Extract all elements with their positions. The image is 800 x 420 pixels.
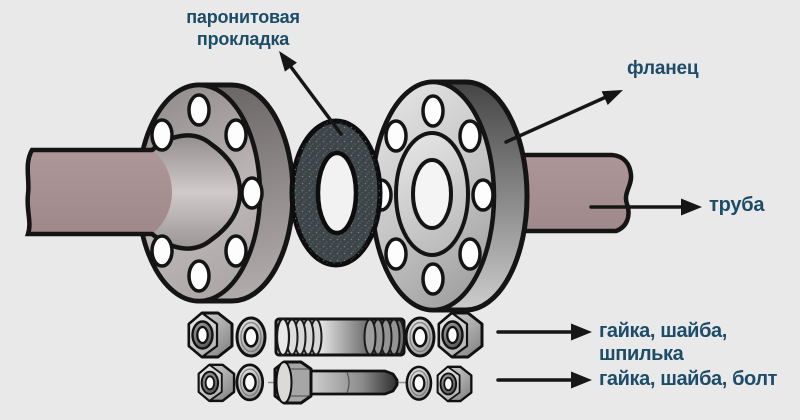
right-flange bbox=[369, 79, 530, 313]
washer bbox=[235, 363, 265, 402]
flange-label-arrow bbox=[504, 90, 623, 144]
bolt-row-label-arrow bbox=[496, 371, 592, 389]
hex-nut bbox=[197, 363, 236, 403]
left-flange bbox=[135, 82, 296, 304]
hex-nut bbox=[187, 311, 234, 359]
pipe-label-arrow bbox=[589, 198, 702, 216]
stud-row-label: гайка, шайба, шпилька bbox=[599, 320, 727, 365]
stud-row bbox=[187, 311, 484, 359]
pipe-label: труба bbox=[709, 194, 765, 216]
stud-row-label-arrow bbox=[496, 323, 592, 341]
hex-nut bbox=[437, 311, 484, 359]
gasket-label: паронитовая прокладка bbox=[186, 7, 300, 49]
hex-nut bbox=[436, 365, 473, 403]
gasket bbox=[289, 118, 383, 268]
left-pipe bbox=[24, 147, 172, 237]
bolt bbox=[273, 360, 399, 405]
washer bbox=[405, 365, 433, 401]
flange-label: фланец bbox=[627, 58, 699, 79]
bolt-row bbox=[197, 360, 473, 405]
washer bbox=[404, 316, 436, 358]
bolt-row-label: гайка, шайба, болт bbox=[599, 368, 778, 390]
gasket-label-arrow bbox=[279, 51, 343, 136]
washer bbox=[235, 316, 267, 358]
right-flange-bore bbox=[411, 158, 453, 230]
stud bbox=[274, 317, 406, 357]
left-flange-bolt-holes bbox=[150, 93, 264, 293]
left-flange-hub bbox=[149, 133, 243, 251]
